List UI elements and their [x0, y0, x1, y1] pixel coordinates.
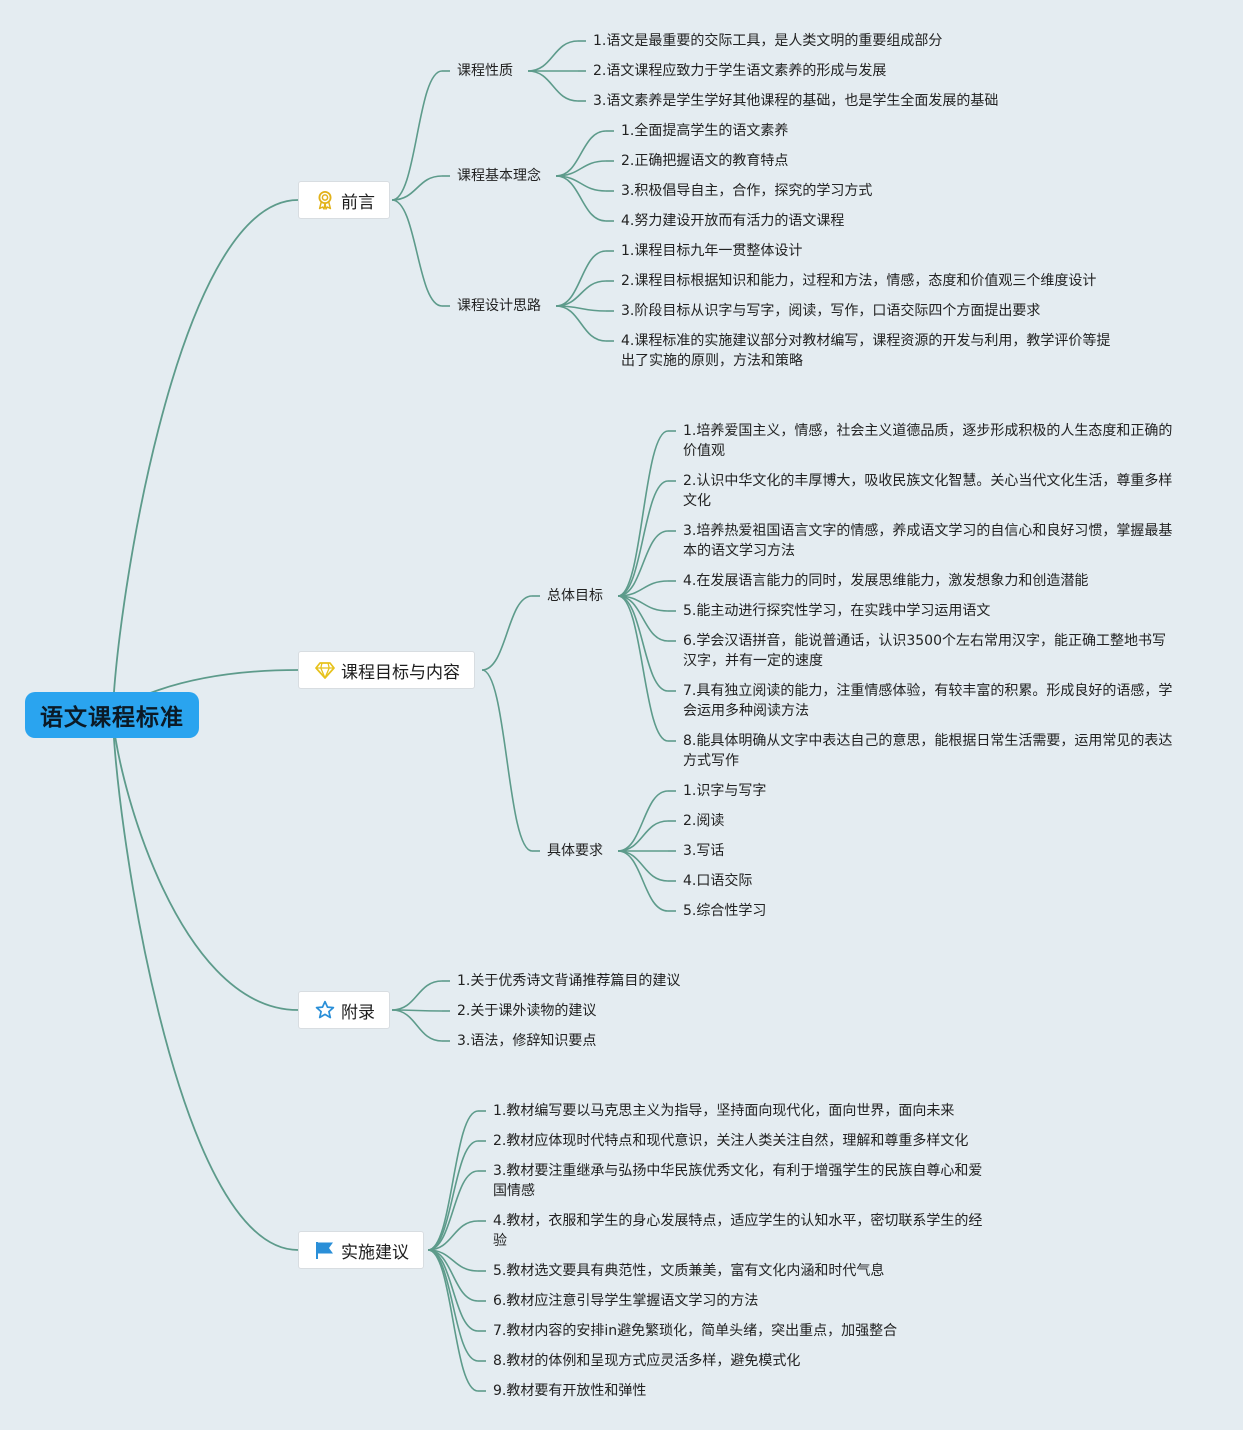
list-item: 3.语法，修辞知识要点 [457, 1033, 597, 1049]
branch-appendix[interactable]: 附录 [298, 991, 390, 1029]
list-item: 3.阶段目标从识字与写字，阅读，写作，口语交际四个方面提出要求 [621, 303, 1041, 319]
connector-line [391, 175, 443, 201]
connector-line [112, 714, 299, 1011]
connector-line [427, 1170, 479, 1251]
list-item: 2.教材应体现时代特点和现代意识，关注人类关注自然，理解和尊重多样文化 [493, 1133, 969, 1149]
connector-line [391, 199, 443, 307]
connector-line [555, 305, 607, 342]
list-item: 4.努力建设开放而有活力的语文课程 [621, 213, 845, 229]
list-item: 3.培养热爱祖国语言文字的情感，养成语文学习的自信心和良好习惯，掌握最基本的语文… [683, 523, 1173, 559]
connector-line [555, 250, 607, 307]
list-item: 7.具有独立阅读的能力，注重情感体验，有较丰富的积累。形成良好的语感，学会运用多… [683, 683, 1173, 719]
connector-line [527, 40, 579, 72]
list-item: 6.教材应注意引导学生掌握语文学习的方法 [493, 1293, 759, 1309]
award-ribbon-icon [315, 190, 335, 210]
connector-line [427, 1249, 479, 1392]
list-item: 5.教材选文要具有典范性，文质兼美，富有文化内涵和时代气息 [493, 1263, 885, 1279]
connector-line [617, 790, 669, 852]
branch-label: 前言 [341, 192, 375, 213]
connector-line [481, 669, 533, 852]
connector-line [391, 980, 443, 1011]
connector-line [391, 1009, 443, 1042]
connector-line [617, 850, 669, 912]
connector-line [555, 175, 607, 222]
connector-line [617, 595, 669, 742]
list-item: 1.识字与写字 [683, 783, 767, 799]
connector-line [112, 199, 299, 716]
list-item: 1.培养爱国主义，情感，社会主义道德品质，逐步形成积极的人生态度和正确的价值观 [683, 423, 1173, 459]
connector-line [617, 595, 669, 692]
list-item: 1.教材编写要以马克思主义为指导，坚持面向现代化，面向世界，面向未来 [493, 1103, 955, 1119]
connector-line [427, 1140, 479, 1251]
connector-line [617, 480, 669, 597]
list-item: 1.关于优秀诗文背诵推荐篇目的建议 [457, 973, 681, 989]
root-node[interactable]: 语文课程标准 [25, 692, 199, 738]
connector-line [112, 714, 299, 1251]
connector-line [427, 1110, 479, 1251]
connector-line [617, 595, 669, 642]
connector-line [391, 70, 443, 201]
connector-line [527, 70, 579, 102]
topic-philosophy[interactable]: 课程基本理念 [457, 168, 541, 184]
list-item: 2.认识中华文化的丰厚博大，吸收民族文化智慧。关心当代文化生活，尊重多样文化 [683, 473, 1173, 509]
list-item: 4.教材，衣服和学生的身心发展特点，适应学生的认知水平，密切联系学生的经验 [493, 1213, 983, 1249]
topic-nature[interactable]: 课程性质 [457, 63, 513, 79]
list-item: 2.关于课外读物的建议 [457, 1003, 597, 1019]
branch-label: 实施建议 [341, 1242, 409, 1263]
list-item: 3.语文素养是学生学好其他课程的基础，也是学生全面发展的基础 [593, 93, 999, 109]
connector-line [481, 595, 533, 671]
list-item: 3.积极倡导自主，合作，探究的学习方式 [621, 183, 873, 199]
topic-design[interactable]: 课程设计思路 [457, 298, 541, 314]
branch-implementation[interactable]: 实施建议 [298, 1231, 424, 1269]
list-item: 6.学会汉语拼音，能说普通话，认识3500个左右常用汉字，能正确工整地书写汉字，… [683, 633, 1166, 669]
list-item: 9.教材要有开放性和弹性 [493, 1383, 647, 1399]
list-item: 3.教材要注重继承与弘扬中华民族优秀文化，有利于增强学生的民族自尊心和爱国情感 [493, 1163, 983, 1199]
flag-icon [315, 1240, 335, 1260]
list-item: 5.综合性学习 [683, 903, 767, 919]
list-item: 2.课程目标根据知识和能力，过程和方法，情感，态度和价值观三个维度设计 [621, 273, 1097, 289]
connector-line [555, 280, 607, 307]
connector-line [427, 1220, 479, 1251]
list-item: 8.能具体明确从文字中表达自己的意思，能根据日常生活需要，运用常见的表达方式写作 [683, 733, 1173, 769]
list-item: 2.正确把握语文的教育特点 [621, 153, 789, 169]
diamond-icon [315, 660, 335, 680]
branch-label: 课程目标与内容 [341, 662, 460, 683]
connector-line [617, 430, 669, 597]
list-item: 2.语文课程应致力于学生语文素养的形成与发展 [593, 63, 887, 79]
topic-specific-requirements[interactable]: 具体要求 [547, 843, 603, 859]
connector-line [555, 130, 607, 177]
list-item: 5.能主动进行探究性学习，在实践中学习运用语文 [683, 603, 991, 619]
connector-line [617, 820, 669, 852]
connector-line [617, 850, 669, 882]
connector-line [427, 1249, 479, 1302]
list-item: 3.写话 [683, 843, 725, 859]
connector-line [617, 530, 669, 597]
list-item: 4.在发展语言能力的同时，发展思维能力，激发想象力和创造潜能 [683, 573, 1089, 589]
star-icon [315, 1000, 335, 1020]
list-item: 2.阅读 [683, 813, 725, 829]
connector-line [427, 1249, 479, 1362]
branch-label: 附录 [341, 1002, 375, 1023]
topic-overall-goals[interactable]: 总体目标 [547, 588, 603, 604]
list-item: 1.语文是最重要的交际工具，是人类文明的重要组成部分 [593, 33, 943, 49]
list-item: 4.口语交际 [683, 873, 753, 889]
list-item: 4.课程标准的实施建议部分对教材编写，课程资源的开发与利用，教学评价等提出了实施… [621, 333, 1111, 369]
list-item: 1.课程目标九年一贯整体设计 [621, 243, 803, 259]
list-item: 8.教材的体例和呈现方式应灵活多样，避免模式化 [493, 1353, 801, 1369]
branch-goals-content[interactable]: 课程目标与内容 [298, 651, 475, 689]
list-item: 7.教材内容的安排in避免繁琐化，简单头绪，突出重点，加强整合 [493, 1323, 898, 1339]
list-item: 1.全面提高学生的语文素养 [621, 123, 789, 139]
branch-preface[interactable]: 前言 [298, 181, 390, 219]
